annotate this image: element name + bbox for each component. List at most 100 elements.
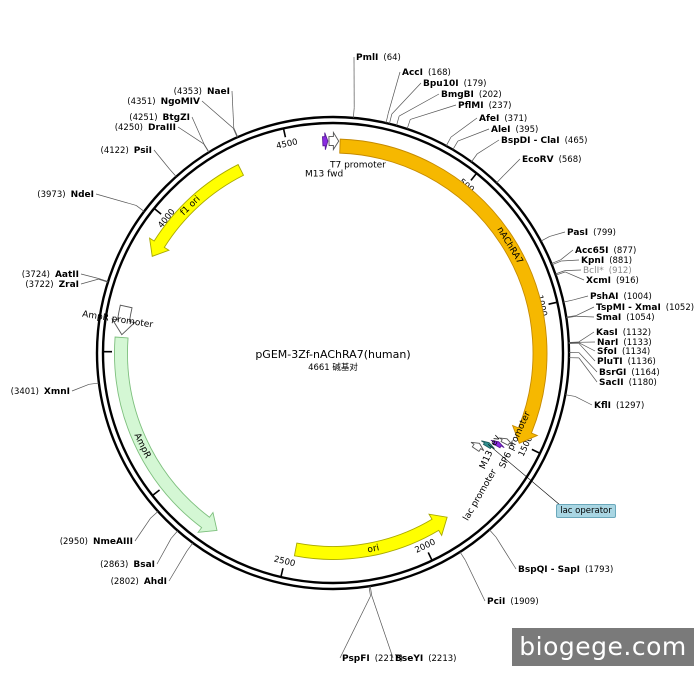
tick-label: 4500 xyxy=(275,137,298,151)
restriction-site[interactable]: PshAI(1004) xyxy=(563,292,652,303)
restriction-site[interactable]: SfoI(1134) xyxy=(568,342,650,357)
site-name: PspFI xyxy=(342,654,370,664)
site-leader xyxy=(566,315,577,319)
restriction-site[interactable]: Bpu10I(179) xyxy=(389,79,486,124)
restriction-site[interactable]: BtgZI(4251) xyxy=(129,113,210,153)
restriction-site[interactable]: AfeI(371) xyxy=(445,114,527,147)
site-position: (2217) xyxy=(375,654,403,664)
restriction-site[interactable]: EcoRV(568) xyxy=(496,155,582,184)
restriction-site[interactable]: Acc65I (877) xyxy=(551,246,636,264)
site-name: Acc65I xyxy=(575,246,609,256)
restriction-sites: PmlI(64)AccI(168)Bpu10I(179)BmgBI(202)Pf… xyxy=(11,53,694,664)
restriction-site[interactable]: ZraI(3722) xyxy=(25,278,108,290)
site-position: (799) xyxy=(593,228,616,238)
site-position: (4122) xyxy=(101,146,129,156)
restriction-site[interactable]: PspFI (2217) xyxy=(339,586,403,664)
restriction-site[interactable]: NaeI (4353) xyxy=(174,87,239,138)
restriction-site[interactable]: AhdI(2802) xyxy=(111,542,194,587)
feature-m13-rev[interactable] xyxy=(490,439,505,449)
restriction-site[interactable]: KpnI(881) xyxy=(551,256,632,266)
watermark: biogege.com xyxy=(512,628,694,666)
site-name: NaeI xyxy=(207,87,230,97)
feature-f1-ori[interactable] xyxy=(148,163,245,257)
restriction-site[interactable]: NdeI(3973) xyxy=(37,190,145,212)
restriction-site[interactable]: PasI (799) xyxy=(540,228,616,242)
feature-label: M13 fwd xyxy=(305,170,343,180)
site-name: KasI xyxy=(596,328,618,338)
site-leader xyxy=(578,331,595,343)
site-leader xyxy=(233,127,239,138)
restriction-site[interactable]: SacII(1180) xyxy=(568,357,657,388)
restriction-site[interactable]: PciI(1909) xyxy=(459,551,539,607)
site-leader xyxy=(406,119,411,130)
tick-mark xyxy=(280,568,284,577)
site-position: (4353) xyxy=(174,87,202,97)
feature-ampr-promoter[interactable] xyxy=(111,304,136,336)
feature-sp6-promoter[interactable] xyxy=(498,437,513,446)
site-leader xyxy=(477,139,500,155)
feature-ori[interactable] xyxy=(293,513,448,560)
site-leader xyxy=(371,595,394,659)
site-name: NmeAIII xyxy=(93,537,133,547)
tick-mark xyxy=(152,489,161,496)
site-name: BsrGI xyxy=(599,368,626,378)
restriction-site[interactable]: PsiI(4122) xyxy=(101,146,177,177)
site-leader xyxy=(578,352,598,373)
restriction-site[interactable]: NgoMIV(4351) xyxy=(127,97,238,138)
site-position: (1164) xyxy=(631,368,659,378)
restriction-site[interactable]: AleI(395) xyxy=(452,125,539,150)
restriction-site[interactable]: BsrGI (1164) xyxy=(568,352,660,378)
site-leader xyxy=(88,382,99,385)
site-leader xyxy=(169,168,177,177)
restriction-site[interactable]: BspDI - ClaI(465) xyxy=(471,136,587,163)
site-leader xyxy=(168,550,188,582)
site-leader xyxy=(564,269,582,271)
restriction-site[interactable]: BseYI(2213) xyxy=(369,585,456,664)
restriction-site[interactable]: AccI(168) xyxy=(385,68,451,124)
site-position: (1909) xyxy=(510,597,538,607)
restriction-site[interactable]: BsaI(2863) xyxy=(100,530,179,570)
site-leader xyxy=(398,93,440,117)
site-position: (202) xyxy=(479,90,502,100)
site-name: XcmI xyxy=(586,276,611,286)
restriction-site[interactable]: PmlI(64) xyxy=(352,53,401,118)
site-leader xyxy=(339,595,371,659)
lac-operator-badge: lac operator xyxy=(556,504,616,518)
site-leader xyxy=(575,306,595,316)
restriction-site[interactable]: XmnI(3401) xyxy=(11,382,99,397)
site-position: (568) xyxy=(559,155,582,165)
feature-ampr[interactable] xyxy=(114,336,218,533)
site-leader xyxy=(555,271,566,276)
restriction-site[interactable]: DraIII(4250) xyxy=(115,123,210,153)
feature-lac-promoter[interactable] xyxy=(470,441,485,452)
feature-t7-promoter[interactable] xyxy=(328,130,340,152)
restriction-site[interactable]: BspQI - SapI(1793) xyxy=(489,529,613,575)
site-name: Bpu10I xyxy=(423,79,459,89)
site-name: BclI* xyxy=(583,266,604,276)
site-position: (2950) xyxy=(60,537,88,547)
feature-m13-fwd[interactable] xyxy=(322,132,329,150)
restriction-site[interactable]: XcmI(916) xyxy=(555,271,639,286)
restriction-site[interactable]: AatII(3724) xyxy=(22,270,109,282)
site-leader xyxy=(459,551,466,561)
site-position: (877) xyxy=(614,246,637,256)
restriction-site[interactable]: SmaI(1054) xyxy=(566,313,655,323)
restriction-site[interactable]: PluTI(1136) xyxy=(568,342,656,367)
site-position: (1133) xyxy=(623,338,651,348)
site-position: (168) xyxy=(428,68,451,78)
site-leader xyxy=(134,517,151,542)
restriction-site[interactable]: PflMI(237) xyxy=(406,101,511,130)
restriction-site[interactable]: BclI*(912) xyxy=(555,266,632,276)
restriction-site[interactable]: TspMI - XmaI(1052) xyxy=(566,303,694,318)
feature-nachra7[interactable] xyxy=(339,138,548,444)
site-position: (2863) xyxy=(100,560,128,570)
site-name: BseYI xyxy=(395,654,423,664)
site-name: PasI xyxy=(567,228,588,238)
restriction-site[interactable]: NmeAIII (2950) xyxy=(60,511,159,547)
restriction-site[interactable]: BmgBI(202) xyxy=(396,90,502,126)
restriction-site[interactable]: KflI(1297) xyxy=(565,394,644,411)
site-position: (1004) xyxy=(624,292,652,302)
site-leader xyxy=(156,538,172,565)
site-name: BspDI - ClaI xyxy=(501,136,560,146)
